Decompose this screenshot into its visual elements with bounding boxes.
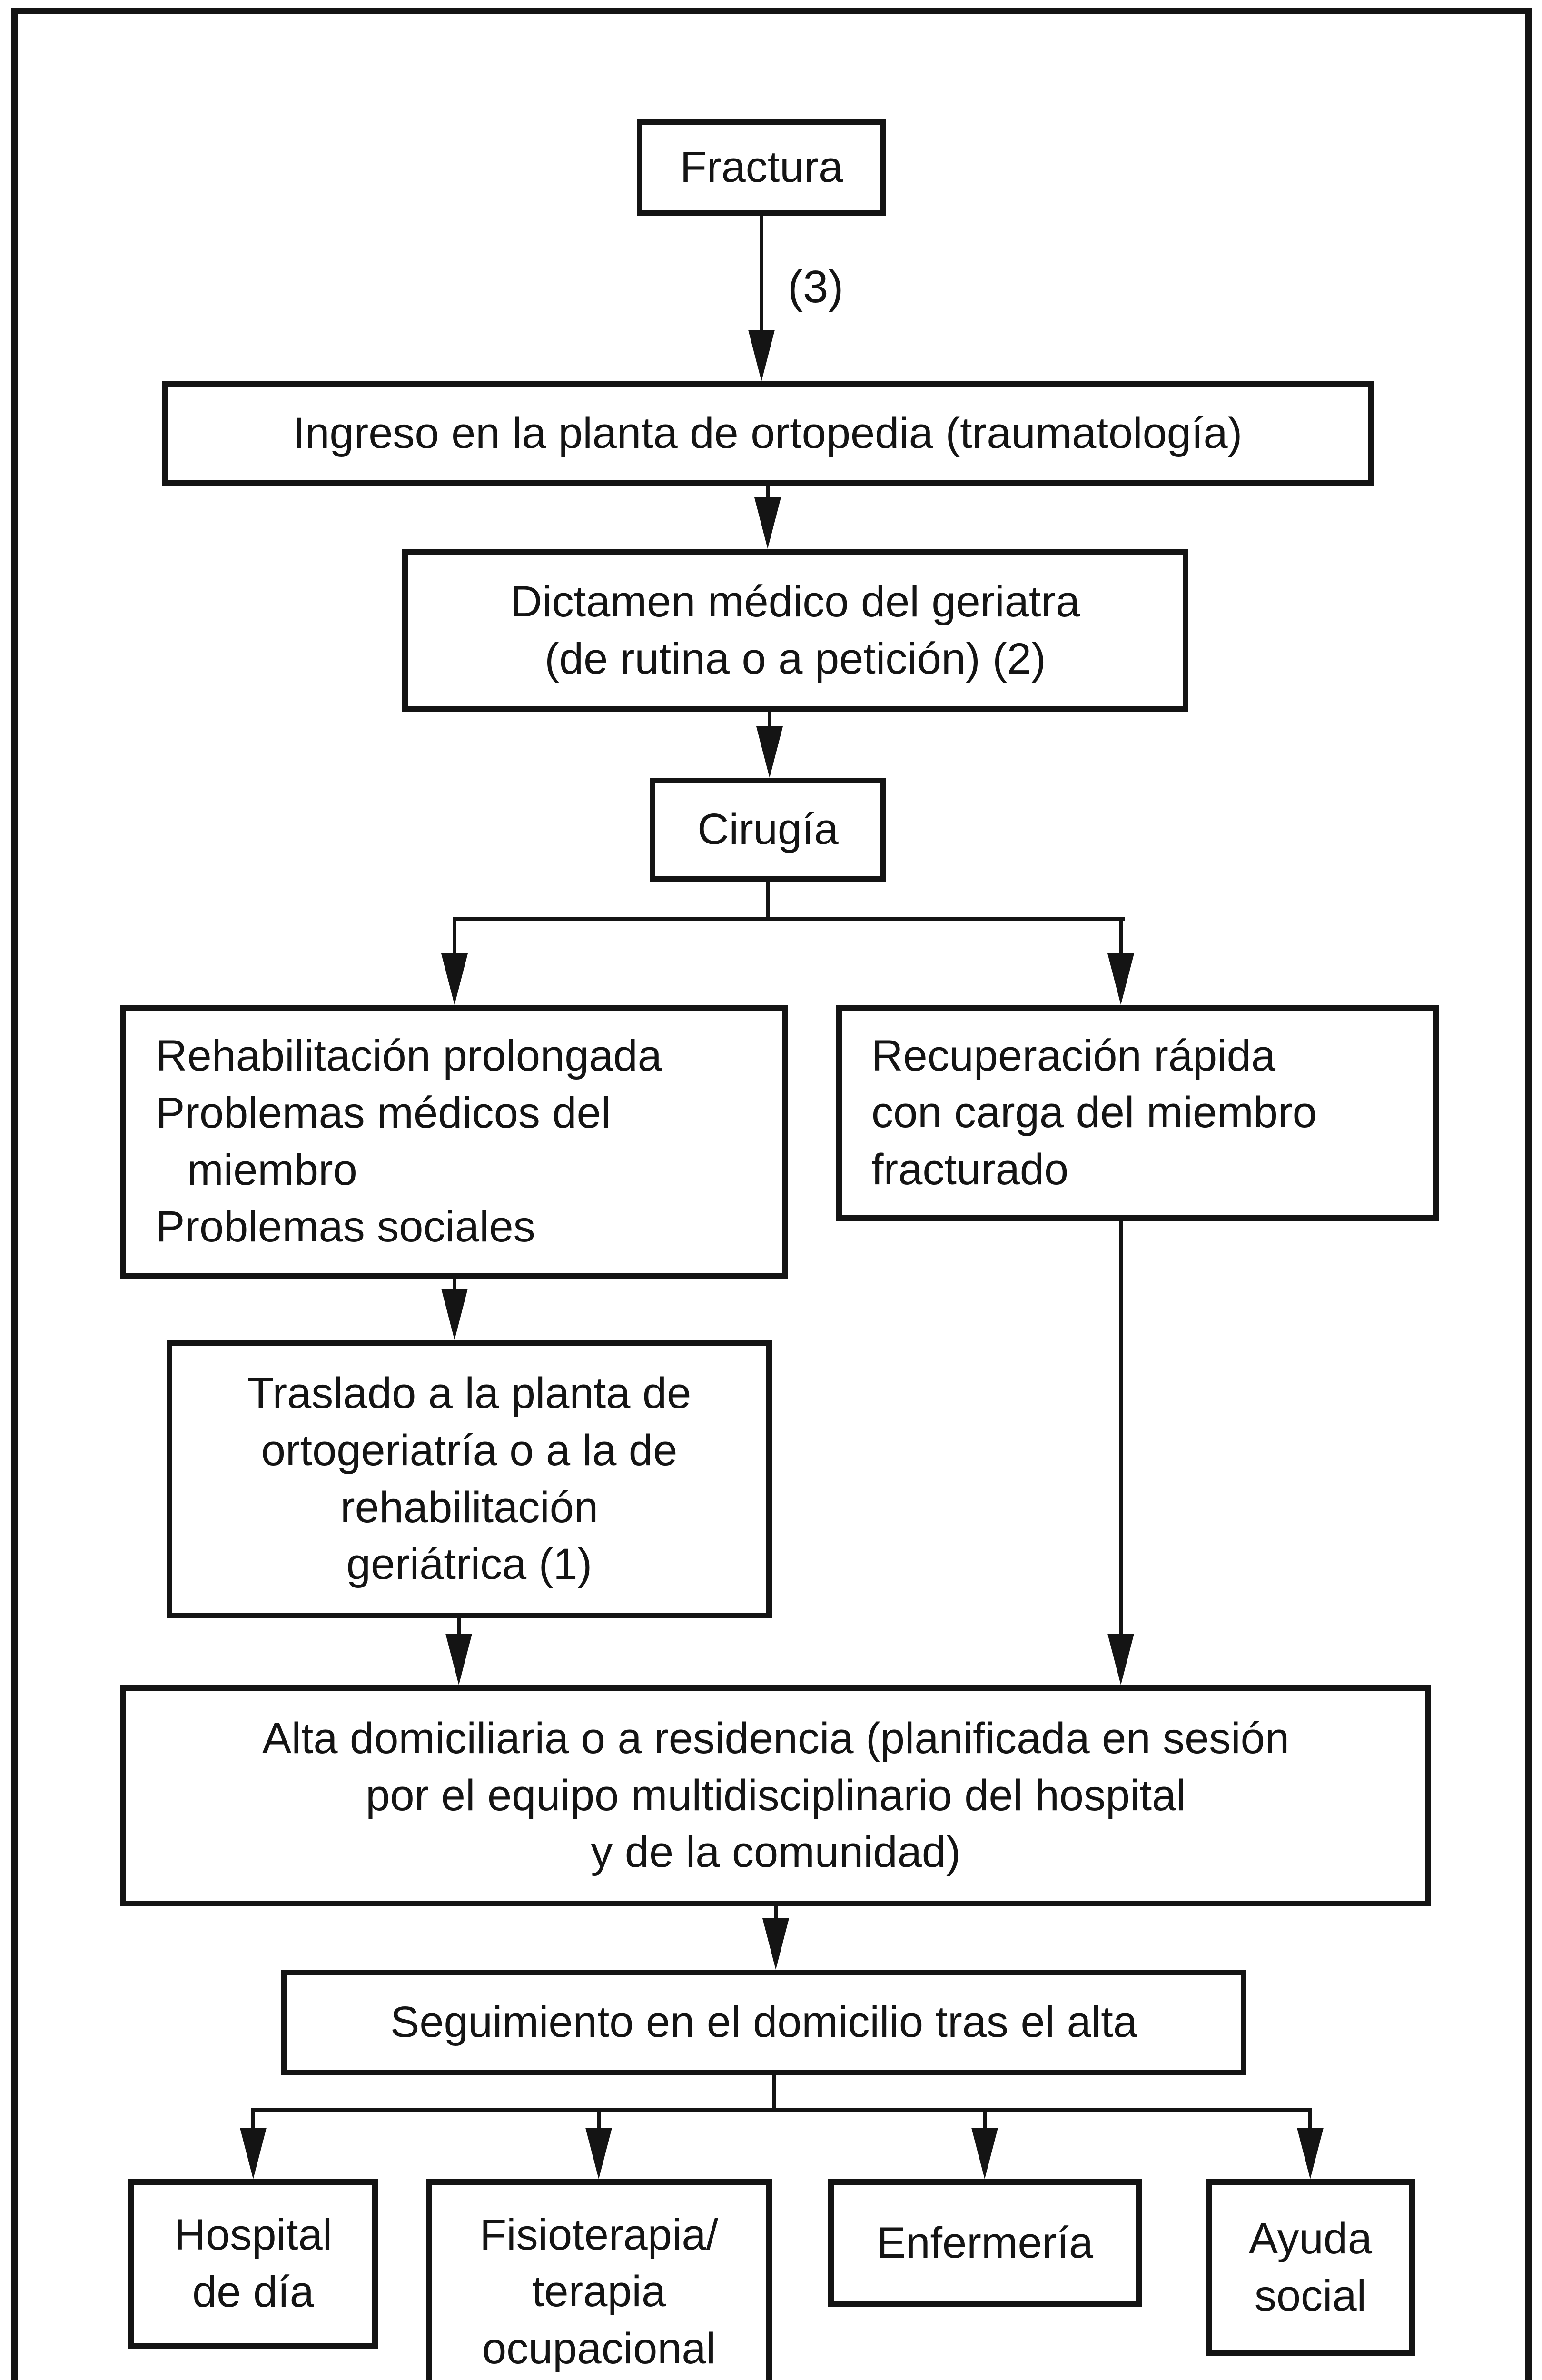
figure-border-frame bbox=[11, 8, 1532, 2380]
node-ingreso-line: Ingreso en la planta de ortopedia (traum… bbox=[293, 408, 1243, 457]
node-fractura-line: Fractura bbox=[680, 143, 843, 192]
connector-branch-fisio-line bbox=[597, 2108, 601, 2130]
node-seguimiento-line: Seguimiento en el domicilio tras el alta bbox=[390, 1998, 1137, 2047]
arrow-down-icon bbox=[971, 2128, 998, 2179]
node-alta-line-3: y de la comunidad) bbox=[591, 1828, 961, 1877]
arrow-down-icon bbox=[748, 330, 775, 381]
node-rehab-line-2: Problemas médicos del bbox=[156, 1088, 611, 1137]
node-rehab-line-3: miembro bbox=[187, 1145, 357, 1194]
connector-cirugia-branch-stem bbox=[766, 882, 770, 921]
arrow-down-icon bbox=[585, 2128, 612, 2179]
node-dictamen-line-2: (de rutina o a petición) (2) bbox=[544, 634, 1046, 683]
node-hospital-line-2: de día bbox=[192, 2268, 314, 2316]
connector-dictamen-cirugia-line bbox=[768, 712, 771, 729]
connector-branch-ayuda-line bbox=[1308, 2108, 1312, 2130]
arrow-down-icon bbox=[1297, 2128, 1324, 2179]
node-ingreso-ortopedia: Ingreso en la planta de ortopedia (traum… bbox=[162, 381, 1374, 486]
node-alta-line-1: Alta domiciliaria o a residencia (planif… bbox=[262, 1714, 1290, 1763]
edge-label-3: (3) bbox=[788, 261, 844, 312]
arrow-down-icon bbox=[240, 2128, 267, 2179]
node-dictamen-geriatra: Dictamen médico del geriatra (de rutina … bbox=[402, 549, 1188, 712]
node-ayuda-social: Ayuda social bbox=[1206, 2179, 1415, 2356]
node-traslado-line-4: geriátrica (1) bbox=[346, 1540, 593, 1589]
connector-seguimiento-branch-bar bbox=[253, 2108, 1312, 2112]
node-rehab-line-1: Rehabilitación prolongada bbox=[156, 1031, 662, 1081]
node-recup-line-3: fracturado bbox=[871, 1145, 1069, 1194]
connector-traslado-alta-line bbox=[457, 1618, 461, 1635]
node-hospital-de-dia: Hospital de día bbox=[128, 2179, 378, 2349]
arrow-down-icon bbox=[1107, 1634, 1134, 1685]
node-hospital-line-1: Hospital bbox=[174, 2211, 333, 2260]
node-cirugia: Cirugía bbox=[650, 778, 886, 882]
arrow-down-icon bbox=[445, 1634, 472, 1685]
connector-fractura-ingreso-line bbox=[760, 216, 763, 330]
node-fisio-line-1: Fisioterapia/ bbox=[479, 2210, 719, 2259]
node-traslado-line-1: Traslado a la planta de bbox=[247, 1369, 692, 1418]
node-traslado-ortogeriatria: Traslado a la planta de ortogeriatría o … bbox=[167, 1340, 772, 1618]
arrow-down-icon bbox=[754, 497, 781, 549]
node-recup-line-2: con carga del miembro bbox=[871, 1088, 1317, 1137]
node-alta-line-2: por el equipo multidisciplinario del hos… bbox=[366, 1771, 1186, 1820]
connector-branch-recup-line bbox=[1119, 917, 1123, 955]
connector-branch-hospital-line bbox=[251, 2108, 255, 2130]
node-fisioterapia: Fisioterapia/ terapia ocupacional bbox=[426, 2179, 772, 2380]
connector-seguimiento-branch-stem bbox=[772, 2075, 776, 2112]
node-fisio-line-2: terapia bbox=[532, 2267, 666, 2316]
node-ayuda-line-2: social bbox=[1254, 2271, 1367, 2320]
connector-branch-rehab-line bbox=[453, 917, 456, 955]
node-traslado-line-3: rehabilitación bbox=[340, 1483, 599, 1532]
connector-branch-enfermeria-line bbox=[983, 2108, 987, 2130]
arrow-down-icon bbox=[1107, 953, 1134, 1005]
node-enfermeria: Enfermería bbox=[828, 2179, 1142, 2307]
arrow-down-icon bbox=[762, 1918, 789, 1970]
connector-alta-seguimiento-line bbox=[774, 1906, 778, 1921]
node-rehabilitacion-prolongada: Rehabilitación prolongada Problemas médi… bbox=[120, 1005, 788, 1279]
node-rehab-line-4: Problemas sociales bbox=[156, 1202, 535, 1251]
connector-recup-alta-line bbox=[1119, 1221, 1123, 1635]
node-alta-domiciliaria: Alta domiciliaria o a residencia (planif… bbox=[120, 1685, 1431, 1906]
node-ayuda-line-1: Ayuda bbox=[1248, 2214, 1373, 2263]
node-fisio-line-3: ocupacional bbox=[482, 2324, 716, 2373]
node-recup-line-1: Recuperación rápida bbox=[871, 1031, 1275, 1080]
node-enfermeria-line: Enfermería bbox=[876, 2218, 1094, 2267]
node-traslado-line-2: ortogeriatría o a la de bbox=[261, 1426, 678, 1475]
node-recuperacion-rapida: Recuperación rápida con carga del miembr… bbox=[836, 1005, 1439, 1221]
connector-rehab-traslado-line bbox=[453, 1279, 456, 1290]
connector-cirugia-branch-bar bbox=[453, 917, 1125, 921]
arrow-down-icon bbox=[441, 1289, 468, 1340]
node-dictamen-line-1: Dictamen médico del geriatra bbox=[510, 577, 1080, 626]
arrow-down-icon bbox=[441, 953, 468, 1005]
arrow-down-icon bbox=[756, 726, 783, 778]
node-seguimiento-domicilio: Seguimiento en el domicilio tras el alta bbox=[281, 1970, 1246, 2075]
connector-ingreso-dictamen-line bbox=[766, 486, 770, 500]
node-cirugia-line: Cirugía bbox=[697, 805, 839, 854]
node-fractura: Fractura bbox=[637, 119, 886, 216]
